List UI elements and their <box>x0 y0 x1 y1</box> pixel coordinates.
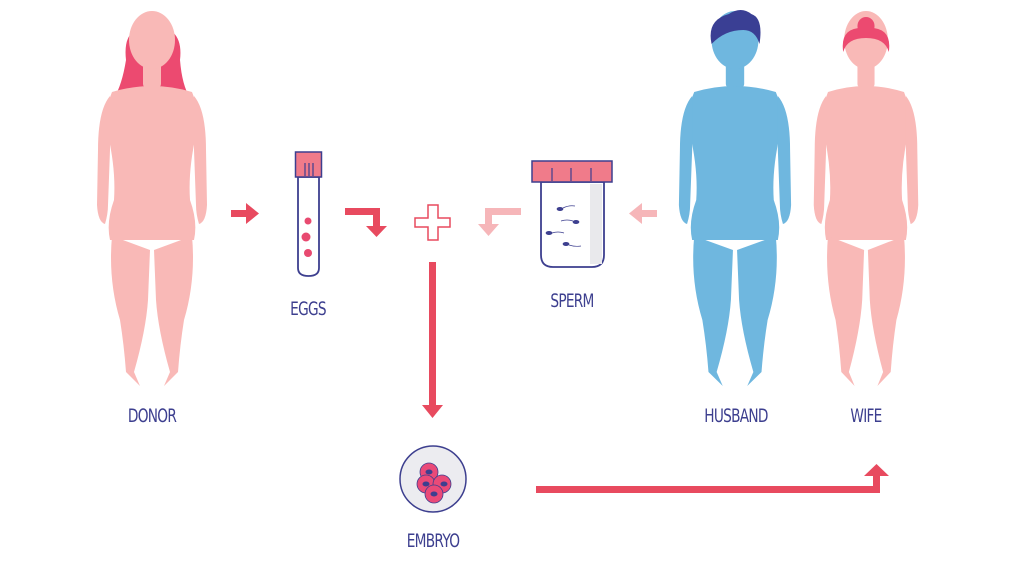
wife-figure <box>813 11 919 386</box>
husband-figure <box>678 10 792 386</box>
husband-hair <box>710 10 761 44</box>
arrow-donor-to-eggs <box>231 203 259 224</box>
label-donor: DONOR <box>127 405 177 427</box>
donor-figure <box>97 11 207 386</box>
arrow-combine-to-embryo <box>422 262 443 418</box>
arrow-sperm-to-combine <box>478 208 521 236</box>
arrow-eggs-to-combine <box>345 208 387 237</box>
plus-icon <box>414 204 451 241</box>
embryo-icon <box>399 445 467 513</box>
label-eggs: EGGS <box>290 298 326 320</box>
eggs-tube-icon <box>294 151 323 277</box>
arrow-husband-to-sperm <box>629 203 657 224</box>
wife-hair <box>842 27 890 52</box>
label-sperm: SPERM <box>550 290 594 312</box>
label-wife: WIFE <box>850 405 882 427</box>
label-husband: HUSBAND <box>704 405 768 427</box>
sperm-cup-icon <box>531 160 613 268</box>
label-embryo: EMBRYO <box>406 530 460 552</box>
arrow-embryo-to-wife <box>536 464 889 493</box>
